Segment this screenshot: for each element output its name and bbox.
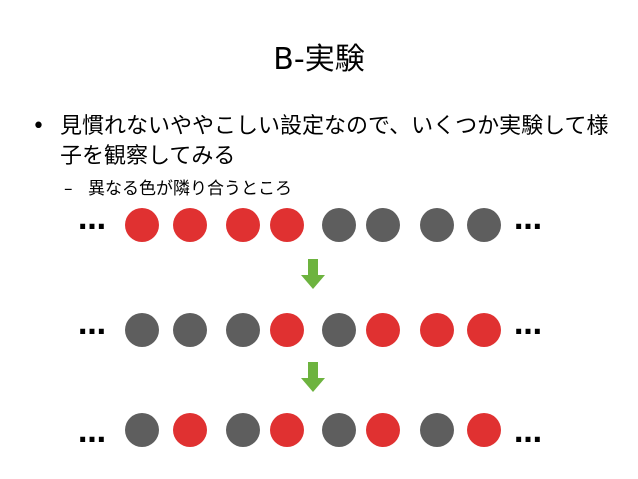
down-arrow-icon: [301, 362, 325, 392]
red-circle: [270, 208, 304, 242]
red-circle: [467, 313, 501, 347]
gray-circle: [322, 313, 356, 347]
red-circle: [366, 413, 400, 447]
red-circle: [226, 208, 260, 242]
gray-circle: [366, 208, 400, 242]
red-circle: [125, 208, 159, 242]
gray-circle: [420, 208, 454, 242]
gray-circle: [173, 313, 207, 347]
row-2-right-ellipsis: …: [514, 308, 544, 341]
bullet-text: 見慣れないややこしい設定なので、いくつか実験して様子を観察してみる: [60, 114, 609, 169]
gray-circle: [125, 313, 159, 347]
red-circle: [173, 413, 207, 447]
gray-circle: [322, 413, 356, 447]
row-1-left-ellipsis: …: [78, 203, 108, 236]
red-circle: [467, 413, 501, 447]
red-circle: [366, 313, 400, 347]
gray-circle: [420, 413, 454, 447]
row-3-right-ellipsis: …: [514, 416, 544, 449]
row-1-right-ellipsis: …: [514, 203, 544, 236]
bullet-marker: •: [32, 114, 45, 139]
down-arrow-icon: [301, 259, 325, 289]
sub-bullet-marker: –: [64, 179, 73, 199]
gray-circle: [125, 413, 159, 447]
row-2-left-ellipsis: …: [78, 308, 108, 341]
gray-circle: [226, 413, 260, 447]
red-circle: [173, 208, 207, 242]
gray-circle: [467, 208, 501, 242]
gray-circle: [322, 208, 356, 242]
red-circle: [270, 413, 304, 447]
row-3-left-ellipsis: …: [78, 416, 108, 449]
red-circle: [420, 313, 454, 347]
red-circle: [270, 313, 304, 347]
slide-title: B-実験: [273, 42, 365, 77]
sub-bullet-text: 異なる色が隣り合うところ: [88, 179, 292, 199]
gray-circle: [226, 313, 260, 347]
